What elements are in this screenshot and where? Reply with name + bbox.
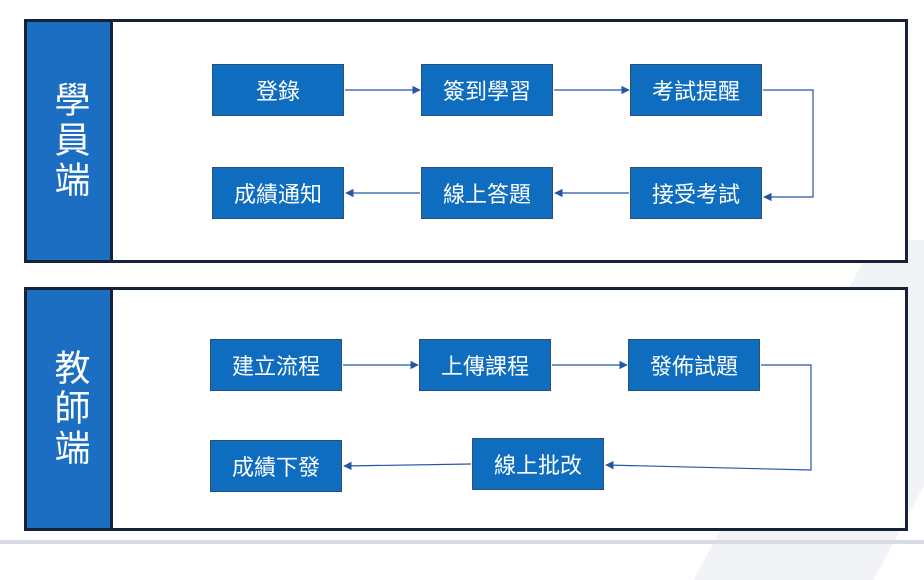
teacher-flow-arrows xyxy=(343,360,812,471)
teacher-step-publish-exam: 發佈試題 xyxy=(628,339,760,391)
teacher-panel: 教師端 建立流程 上傳課程 發佈試題 線上批改 成績下發 xyxy=(24,287,908,531)
teacher-step-score-release: 成績下發 xyxy=(210,440,342,492)
teacher-step-online-grading: 線上批改 xyxy=(472,438,604,490)
student-step-take-exam: 接受考試 xyxy=(630,167,762,219)
student-side-label: 學員端 xyxy=(27,22,113,260)
student-label-text: 學員端 xyxy=(48,81,90,201)
bottom-bar xyxy=(0,540,924,544)
student-panel: 學員端 登錄 簽到學習 考試提醒 接受考試 線上答題 成績通知 xyxy=(24,19,908,263)
student-step-checkin-learn: 簽到學習 xyxy=(421,64,553,116)
arrow-publish-to-grading xyxy=(605,364,812,471)
teacher-side-label: 教師端 xyxy=(27,290,113,528)
teacher-step-upload-course: 上傳課程 xyxy=(419,339,551,391)
student-flow-arrows xyxy=(345,85,814,202)
student-step-score-notice: 成績通知 xyxy=(212,167,344,219)
arrow-grading-to-release xyxy=(343,461,472,471)
arrow-reminder-to-take-exam xyxy=(763,89,814,202)
teacher-label-text: 教師端 xyxy=(48,349,90,469)
student-step-online-answer: 線上答題 xyxy=(421,167,553,219)
student-step-login: 登錄 xyxy=(212,64,344,116)
teacher-step-create-flow: 建立流程 xyxy=(210,339,342,391)
student-step-exam-reminder: 考試提醒 xyxy=(630,64,762,116)
